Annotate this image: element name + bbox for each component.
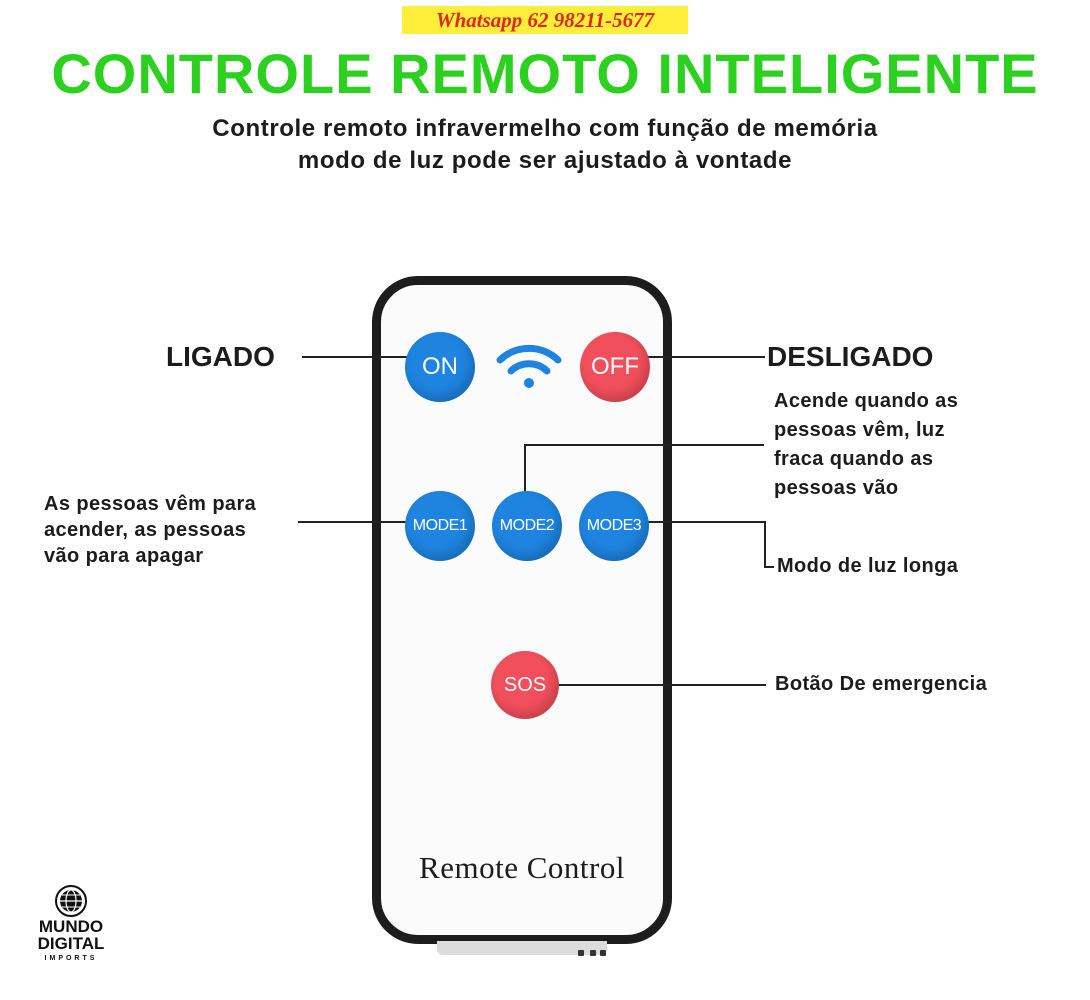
connector-line-mode3-horizontal: [646, 521, 765, 523]
logo-text-digital: DIGITAL: [37, 934, 105, 953]
page-title: CONTROLE REMOTO INTELIGENTE: [51, 42, 1039, 105]
connector-line-mode3-vertical: [764, 521, 766, 568]
connector-line-off: [645, 356, 765, 358]
subtitle-line-2: modo de luz pode ser ajustado à vontade: [297, 147, 793, 174]
connector-line-mode2-horizontal: [524, 444, 764, 446]
label-desligado: DESLIGADO: [767, 341, 934, 372]
remote-control-label: Remote Control: [419, 850, 625, 885]
mode2-button[interactable]: MODE2: [492, 491, 562, 561]
whatsapp-contact-banner: Whatsapp 62 98211-5677: [402, 6, 688, 34]
connector-line-on: [302, 356, 409, 358]
label-sos: Botão De emergencia: [775, 673, 988, 695]
label-mode3: Modo de luz longa: [777, 555, 959, 577]
label-mode1-line-1: As pessoas vêm para: [44, 493, 257, 515]
label-mode1-line-3: vão para apagar: [44, 545, 204, 567]
wifi-icon: [496, 344, 562, 388]
subtitle-line-1: Controle remoto infravermelho com função…: [212, 115, 878, 142]
off-button[interactable]: OFF: [580, 332, 650, 402]
remote-dot: [600, 950, 606, 956]
globe-logo-icon: [55, 885, 87, 917]
label-mode2-line-4: pessoas vão: [774, 477, 899, 499]
remote-dot: [590, 950, 596, 956]
connector-line-mode1: [298, 521, 408, 523]
logo-text-mundo: MUNDO: [38, 917, 104, 936]
on-button[interactable]: ON: [405, 332, 475, 402]
label-mode2-line-3: fraca quando as: [774, 448, 934, 470]
connector-line-mode3-end: [764, 566, 774, 568]
connector-line-mode2-vertical: [524, 444, 526, 494]
logo-text-imports: IMPORTS: [44, 955, 98, 962]
connector-line-sos: [556, 684, 766, 686]
sos-button[interactable]: SOS: [491, 651, 559, 719]
mode3-button[interactable]: MODE3: [579, 491, 649, 561]
label-ligado: LIGADO: [166, 341, 275, 372]
remote-dot: [578, 950, 584, 956]
mode1-button[interactable]: MODE1: [405, 491, 475, 561]
label-mode2-line-1: Acende quando as: [774, 390, 959, 412]
label-mode2-line-2: pessoas vêm, luz: [774, 419, 945, 441]
remote-bottom-edge: [437, 941, 607, 955]
label-mode1-line-2: acender, as pessoas: [44, 519, 247, 541]
